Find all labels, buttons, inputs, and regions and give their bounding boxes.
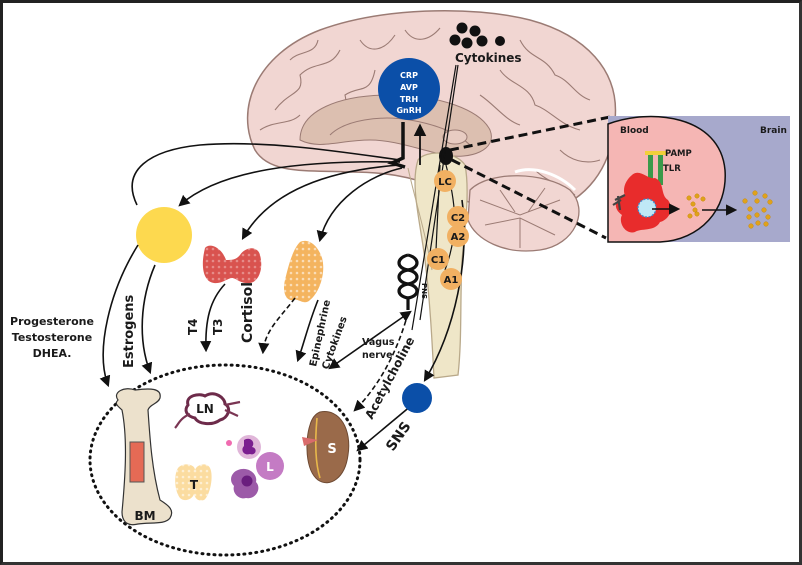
lymph-node: LN [174,392,241,429]
label-cortisol: Cortisol [240,282,256,343]
gonad-gland [136,207,192,263]
pns-ganglion: PNS [397,253,428,310]
sns-node [402,383,432,413]
brain-illustration [246,9,617,379]
immune-system-boundary [88,363,362,557]
bone-marrow: BM [115,388,173,526]
label-vagus: Vagus [362,337,395,348]
spleen: S [302,411,350,484]
hypothalamus-gland-arrows [131,142,403,243]
label-testosterone: Testosterone [12,331,92,344]
label-ln: LN [196,402,214,416]
pns-label: PNS [420,283,428,299]
inset-brain-label: Brain [760,126,787,136]
hormone-gnrh: GnRH [396,106,421,115]
label-dhea: DHEA. [33,347,72,360]
label-spleen: S [327,442,336,457]
inset-blood-label: Blood [620,126,649,136]
label-bm: BM [134,509,155,523]
thymus: T [175,464,212,501]
gland-immune-arrows [99,244,413,452]
pamp-label: PAMP [665,149,692,159]
immune-cells: L [226,435,284,499]
label-nerve: nerve [362,350,393,361]
nucleus-a1: A1 [444,275,459,286]
hormone-trh: TRH [400,95,418,104]
cerebellum-folds [479,187,561,248]
nucleus-a2: A2 [451,232,466,243]
lc-dark-node [439,147,453,165]
hormone-crp: CRP [400,71,418,80]
adrenal-texture [284,240,324,303]
hormone-avp: AVP [400,83,418,92]
label-progesterone: Progesterone [10,315,94,328]
label-t4: T4 [186,318,200,335]
cytokines-brain-label: Cytokines [455,51,522,65]
nucleus-lc: LC [438,177,452,188]
cytokine-dots [449,22,505,49]
hypothalamus-node: CRP AVP TRH GnRH [378,58,440,120]
brainstem-nuclei: LC C2 A2 C1 A1 [427,170,469,290]
blood-brain-inset: Blood Brain PAMP TLR [607,115,790,243]
nucleus-c2: C2 [451,213,465,224]
tlr-label: TLR [663,164,681,174]
thyroid-texture [204,246,262,286]
label-estrogens: Estrogens [122,294,137,368]
label-leukocyte: L [266,460,274,474]
label-t3: T3 [211,318,225,335]
nucleus-c1: C1 [431,255,445,266]
label-thymus: T [190,478,199,492]
zoom-line-bottom [451,158,607,240]
